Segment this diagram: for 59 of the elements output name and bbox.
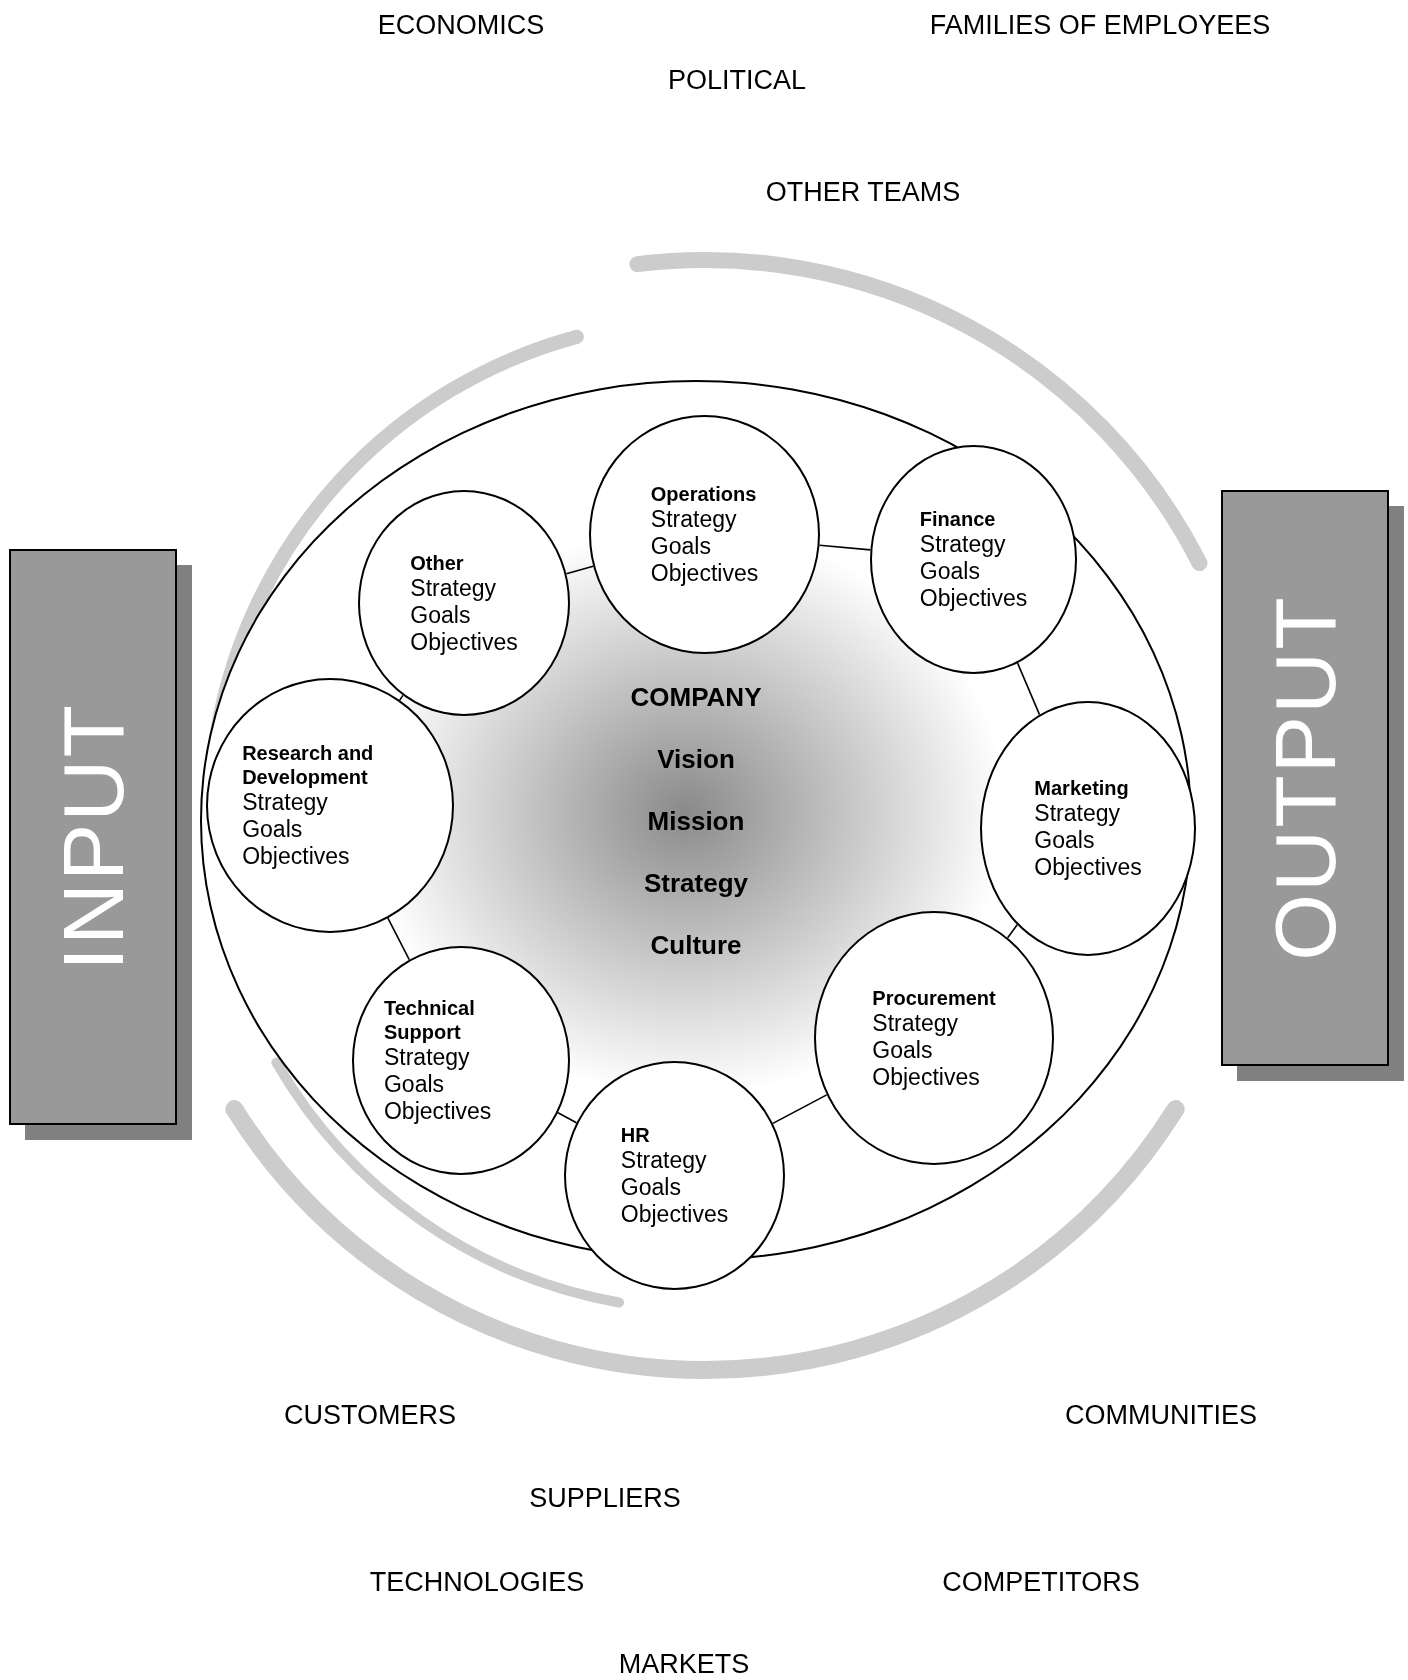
department-text: Strategy xyxy=(410,574,496,602)
connector-line xyxy=(387,917,411,961)
center-text: Culture xyxy=(650,929,742,960)
department-title: Operations xyxy=(650,482,757,506)
side-panel xyxy=(9,549,193,1141)
department-text: Strategy xyxy=(650,506,737,533)
department-title: Finance xyxy=(919,507,996,531)
department-text: Goals xyxy=(242,816,303,843)
context-label: CUSTOMERS xyxy=(284,1399,456,1431)
connector-line xyxy=(1006,924,1018,939)
department-text: Objectives xyxy=(242,843,350,870)
department-text: Goals xyxy=(620,1174,681,1201)
department-text: Goals xyxy=(919,558,980,585)
panel-label: OUTPUT xyxy=(1255,595,1354,961)
context-label: MARKETS xyxy=(618,1648,750,1680)
department-title: Technical Support xyxy=(383,996,476,1044)
context-label: TECHNOLOGIES xyxy=(369,1566,585,1598)
department-text: Objectives xyxy=(872,1063,980,1091)
center-text: Vision xyxy=(657,743,735,774)
department-title: Other xyxy=(410,550,464,575)
department-text: Goals xyxy=(650,533,711,560)
department-text: Objectives xyxy=(620,1201,729,1228)
context-label: COMMUNITIES xyxy=(1065,1399,1257,1431)
context-label: FAMILIES OF EMPLOYEES xyxy=(929,9,1271,41)
department-text: Strategy xyxy=(383,1044,470,1071)
department-text: Strategy xyxy=(919,531,1006,558)
department-title: Marketing xyxy=(1034,776,1129,800)
department-title: HR xyxy=(620,1123,650,1147)
department-text: Strategy xyxy=(1034,800,1120,827)
connector-line xyxy=(818,544,872,551)
department-text: Goals xyxy=(383,1071,445,1098)
context-label: ECONOMICS xyxy=(377,9,545,41)
department-text: Goals xyxy=(1034,827,1095,854)
department-title: Procurement xyxy=(872,985,996,1010)
panel-label: INPUT xyxy=(43,703,142,971)
center-text: Mission xyxy=(647,805,745,836)
context-label: COMPETITORS xyxy=(942,1566,1140,1598)
department-text: Objectives xyxy=(919,585,1028,612)
department-text: Objectives xyxy=(383,1098,492,1125)
department-text: Goals xyxy=(410,601,471,629)
company-heading: COMPANY xyxy=(630,681,762,712)
department-text: Objectives xyxy=(410,628,518,656)
context-label: POLITICAL xyxy=(668,64,806,96)
department-text: Strategy xyxy=(242,789,328,816)
department-text: Objectives xyxy=(650,560,759,587)
connector-line xyxy=(398,694,404,701)
center-text: Strategy xyxy=(643,867,748,898)
connector-line xyxy=(772,1094,828,1125)
department-text: Strategy xyxy=(872,1009,958,1037)
department-text: Strategy xyxy=(620,1147,707,1174)
department-text: Goals xyxy=(872,1036,933,1064)
side-panel xyxy=(1221,490,1405,1082)
connector-line xyxy=(557,1111,578,1124)
context-label: SUPPLIERS xyxy=(529,1482,681,1514)
department-text: Objectives xyxy=(1034,854,1142,881)
context-label: OTHER TEAMS xyxy=(765,176,961,208)
department-title: Research and Development xyxy=(242,741,375,789)
connector-line xyxy=(1016,662,1041,716)
connector-line xyxy=(565,565,594,575)
